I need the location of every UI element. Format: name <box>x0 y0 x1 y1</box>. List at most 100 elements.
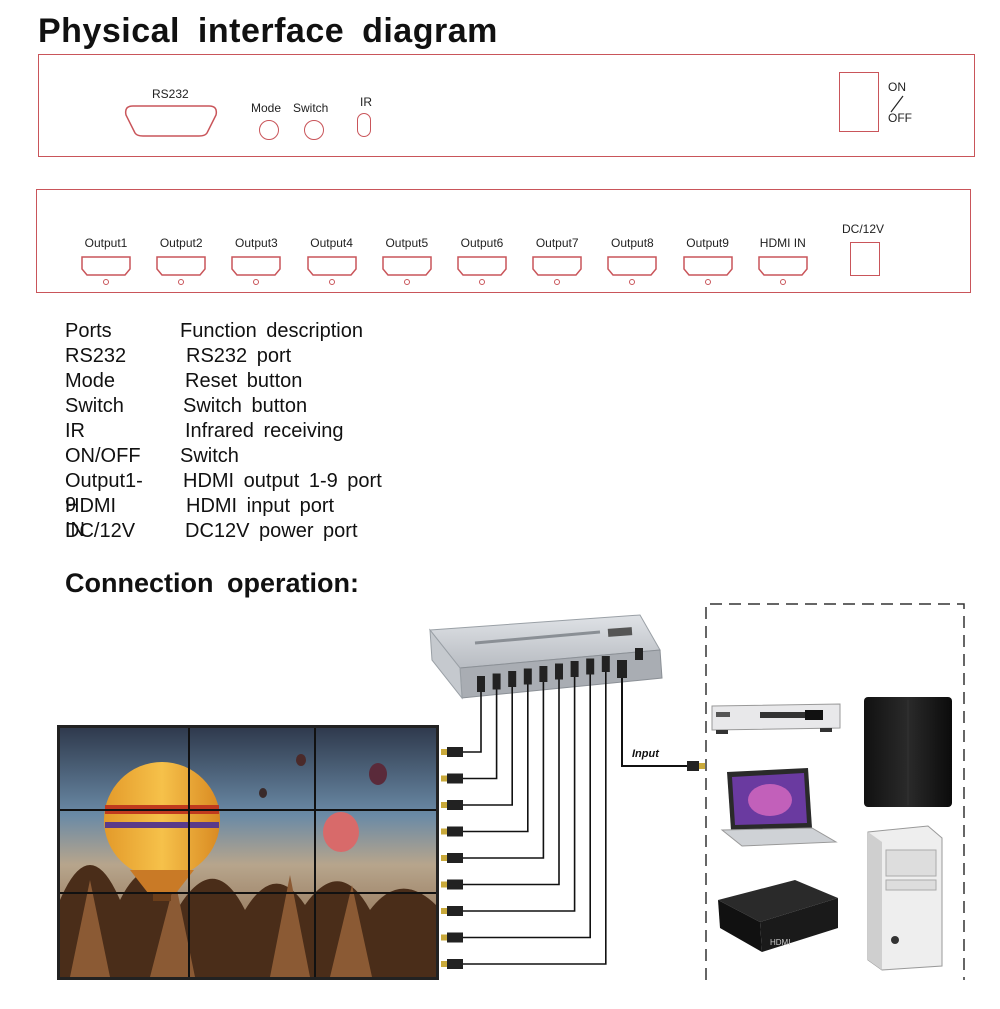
set-top-box-brand: HDMI <box>770 938 790 947</box>
spec-port-name: IR <box>65 420 85 442</box>
hdmi-plug-tip <box>441 775 447 782</box>
hdmi-plug-icon <box>555 663 563 680</box>
connection-diagram: Input HDMI <box>57 603 965 980</box>
output-cable-line <box>462 680 545 859</box>
source-devices-frame <box>705 603 965 980</box>
hdmi-plug-tip <box>441 828 447 835</box>
hdmi-plug-tip <box>441 961 447 967</box>
port-led-indicator <box>103 279 109 285</box>
spec-port-name: RS232 <box>65 345 127 367</box>
rs232-port-icon <box>124 105 218 137</box>
hdmi-plug-tip <box>441 802 447 808</box>
output-cable-line <box>462 675 576 912</box>
game-console-icon <box>864 697 952 807</box>
ir-receiver <box>357 113 371 137</box>
hdmi-plug-icon <box>492 673 501 690</box>
laptop-icon <box>720 768 838 847</box>
hdmi-plug-tip <box>441 749 447 755</box>
spec-port-name: Switch <box>65 395 124 417</box>
port-led-indicator <box>178 279 185 285</box>
dc-power-port[interactable] <box>850 242 880 276</box>
port-led-indicator <box>629 279 636 285</box>
off-label: OFF <box>888 111 912 125</box>
port-led-indicator <box>328 279 335 285</box>
hdmi-plug-icon <box>586 658 595 675</box>
front-panel: RS232 Mode Switch IR ON OFF <box>38 54 975 157</box>
hdmi-plug-icon <box>601 656 610 672</box>
hdmi-output-port[interactable] <box>81 256 131 281</box>
output-cable-line <box>462 682 529 833</box>
hdmi-plug-tip <box>441 855 447 861</box>
spec-function-text: Reset button <box>185 370 303 392</box>
rear-port-label: HDMI IN <box>759 236 806 250</box>
hdmi-plug-icon <box>477 676 485 692</box>
rear-port-label: Output2 <box>159 236 203 250</box>
output-cable-line <box>462 677 560 886</box>
hdmi-plug-icon <box>447 853 463 863</box>
spec-header-port: Ports <box>65 320 112 342</box>
input-label: Input <box>632 748 660 760</box>
output-cable-line <box>462 685 513 806</box>
desktop-pc-icon <box>867 825 943 971</box>
hdmi-plug-tip <box>441 908 447 914</box>
hdmi-output-port[interactable] <box>682 256 733 281</box>
rear-port-label: Output1 <box>84 236 128 250</box>
output-cable-line <box>462 690 482 753</box>
hdmi-plug-icon <box>523 668 532 685</box>
dvd-player-icon <box>711 703 841 734</box>
port-led-indicator <box>779 279 786 285</box>
port-led-indicator <box>479 279 485 285</box>
video-wall-controller <box>429 614 663 700</box>
port-led-indicator <box>554 279 561 285</box>
hdmi-plug-icon <box>447 747 463 757</box>
switch-button[interactable] <box>304 120 324 140</box>
rear-port-label: Output3 <box>235 236 278 250</box>
power-switch[interactable] <box>839 72 879 132</box>
ir-label: IR <box>360 95 372 109</box>
page-title: Physical interface diagram <box>38 12 498 50</box>
set-top-box-icon: HDMI <box>718 880 838 952</box>
hdmi-output-port[interactable] <box>231 256 282 281</box>
hdmi-output-port[interactable] <box>457 256 507 281</box>
rear-port-label: Output7 <box>535 236 579 250</box>
input-cable <box>617 660 705 771</box>
output-cable-line <box>462 687 498 780</box>
hdmi-output-port[interactable] <box>382 256 432 281</box>
spec-function-text: RS232 port <box>186 345 292 367</box>
rear-port-label: Output4 <box>310 236 353 250</box>
hdmi-plug-tip <box>441 934 447 941</box>
hdmi-output-port[interactable] <box>532 256 582 281</box>
hdmi-plug-icon <box>447 800 463 810</box>
mode-button[interactable] <box>259 120 279 140</box>
hdmi-output-port[interactable] <box>607 256 658 281</box>
hdmi-plug-icon <box>508 671 517 687</box>
rs232-label: RS232 <box>152 87 189 101</box>
spec-port-name: Mode <box>65 370 116 392</box>
spec-function-text: HDMI input port <box>186 495 335 517</box>
hdmi-output-port[interactable] <box>156 256 206 281</box>
mode-label: Mode <box>251 101 282 115</box>
hdmi-plug-icon <box>539 666 548 682</box>
port-led-indicator <box>704 279 711 285</box>
output-cables <box>441 656 610 969</box>
hdmi-plug-icon <box>447 906 463 916</box>
spec-header-func: Function description <box>180 320 363 342</box>
rear-port-label: Output9 <box>686 236 729 250</box>
hdmi-plug-icon <box>447 959 463 969</box>
hdmi-plug-icon <box>447 879 463 890</box>
hdmi-output-port[interactable] <box>306 256 357 281</box>
spec-port-name: ON/OFF <box>65 445 141 467</box>
spec-port-name: HDMI IN <box>65 495 117 541</box>
spec-function-text: Switch <box>180 445 239 467</box>
spec-port-name: Output1-9 <box>65 470 143 516</box>
spec-function-text: Infrared receiving <box>185 420 344 442</box>
rear-panel: Output1 Output2 Output3 Output4 Output5 Outpu… <box>36 189 971 293</box>
hdmi-plug-icon <box>447 932 463 943</box>
hdmi-plug-icon <box>447 826 463 837</box>
hdmi-input-port[interactable] <box>758 256 808 281</box>
hdmi-plug-icon <box>570 661 579 677</box>
spec-port-name: DC/12V <box>65 520 136 542</box>
connection-title: Connection operation: <box>65 568 359 598</box>
video-wall-display <box>57 725 439 980</box>
rear-port-label: Output5 <box>385 236 429 250</box>
